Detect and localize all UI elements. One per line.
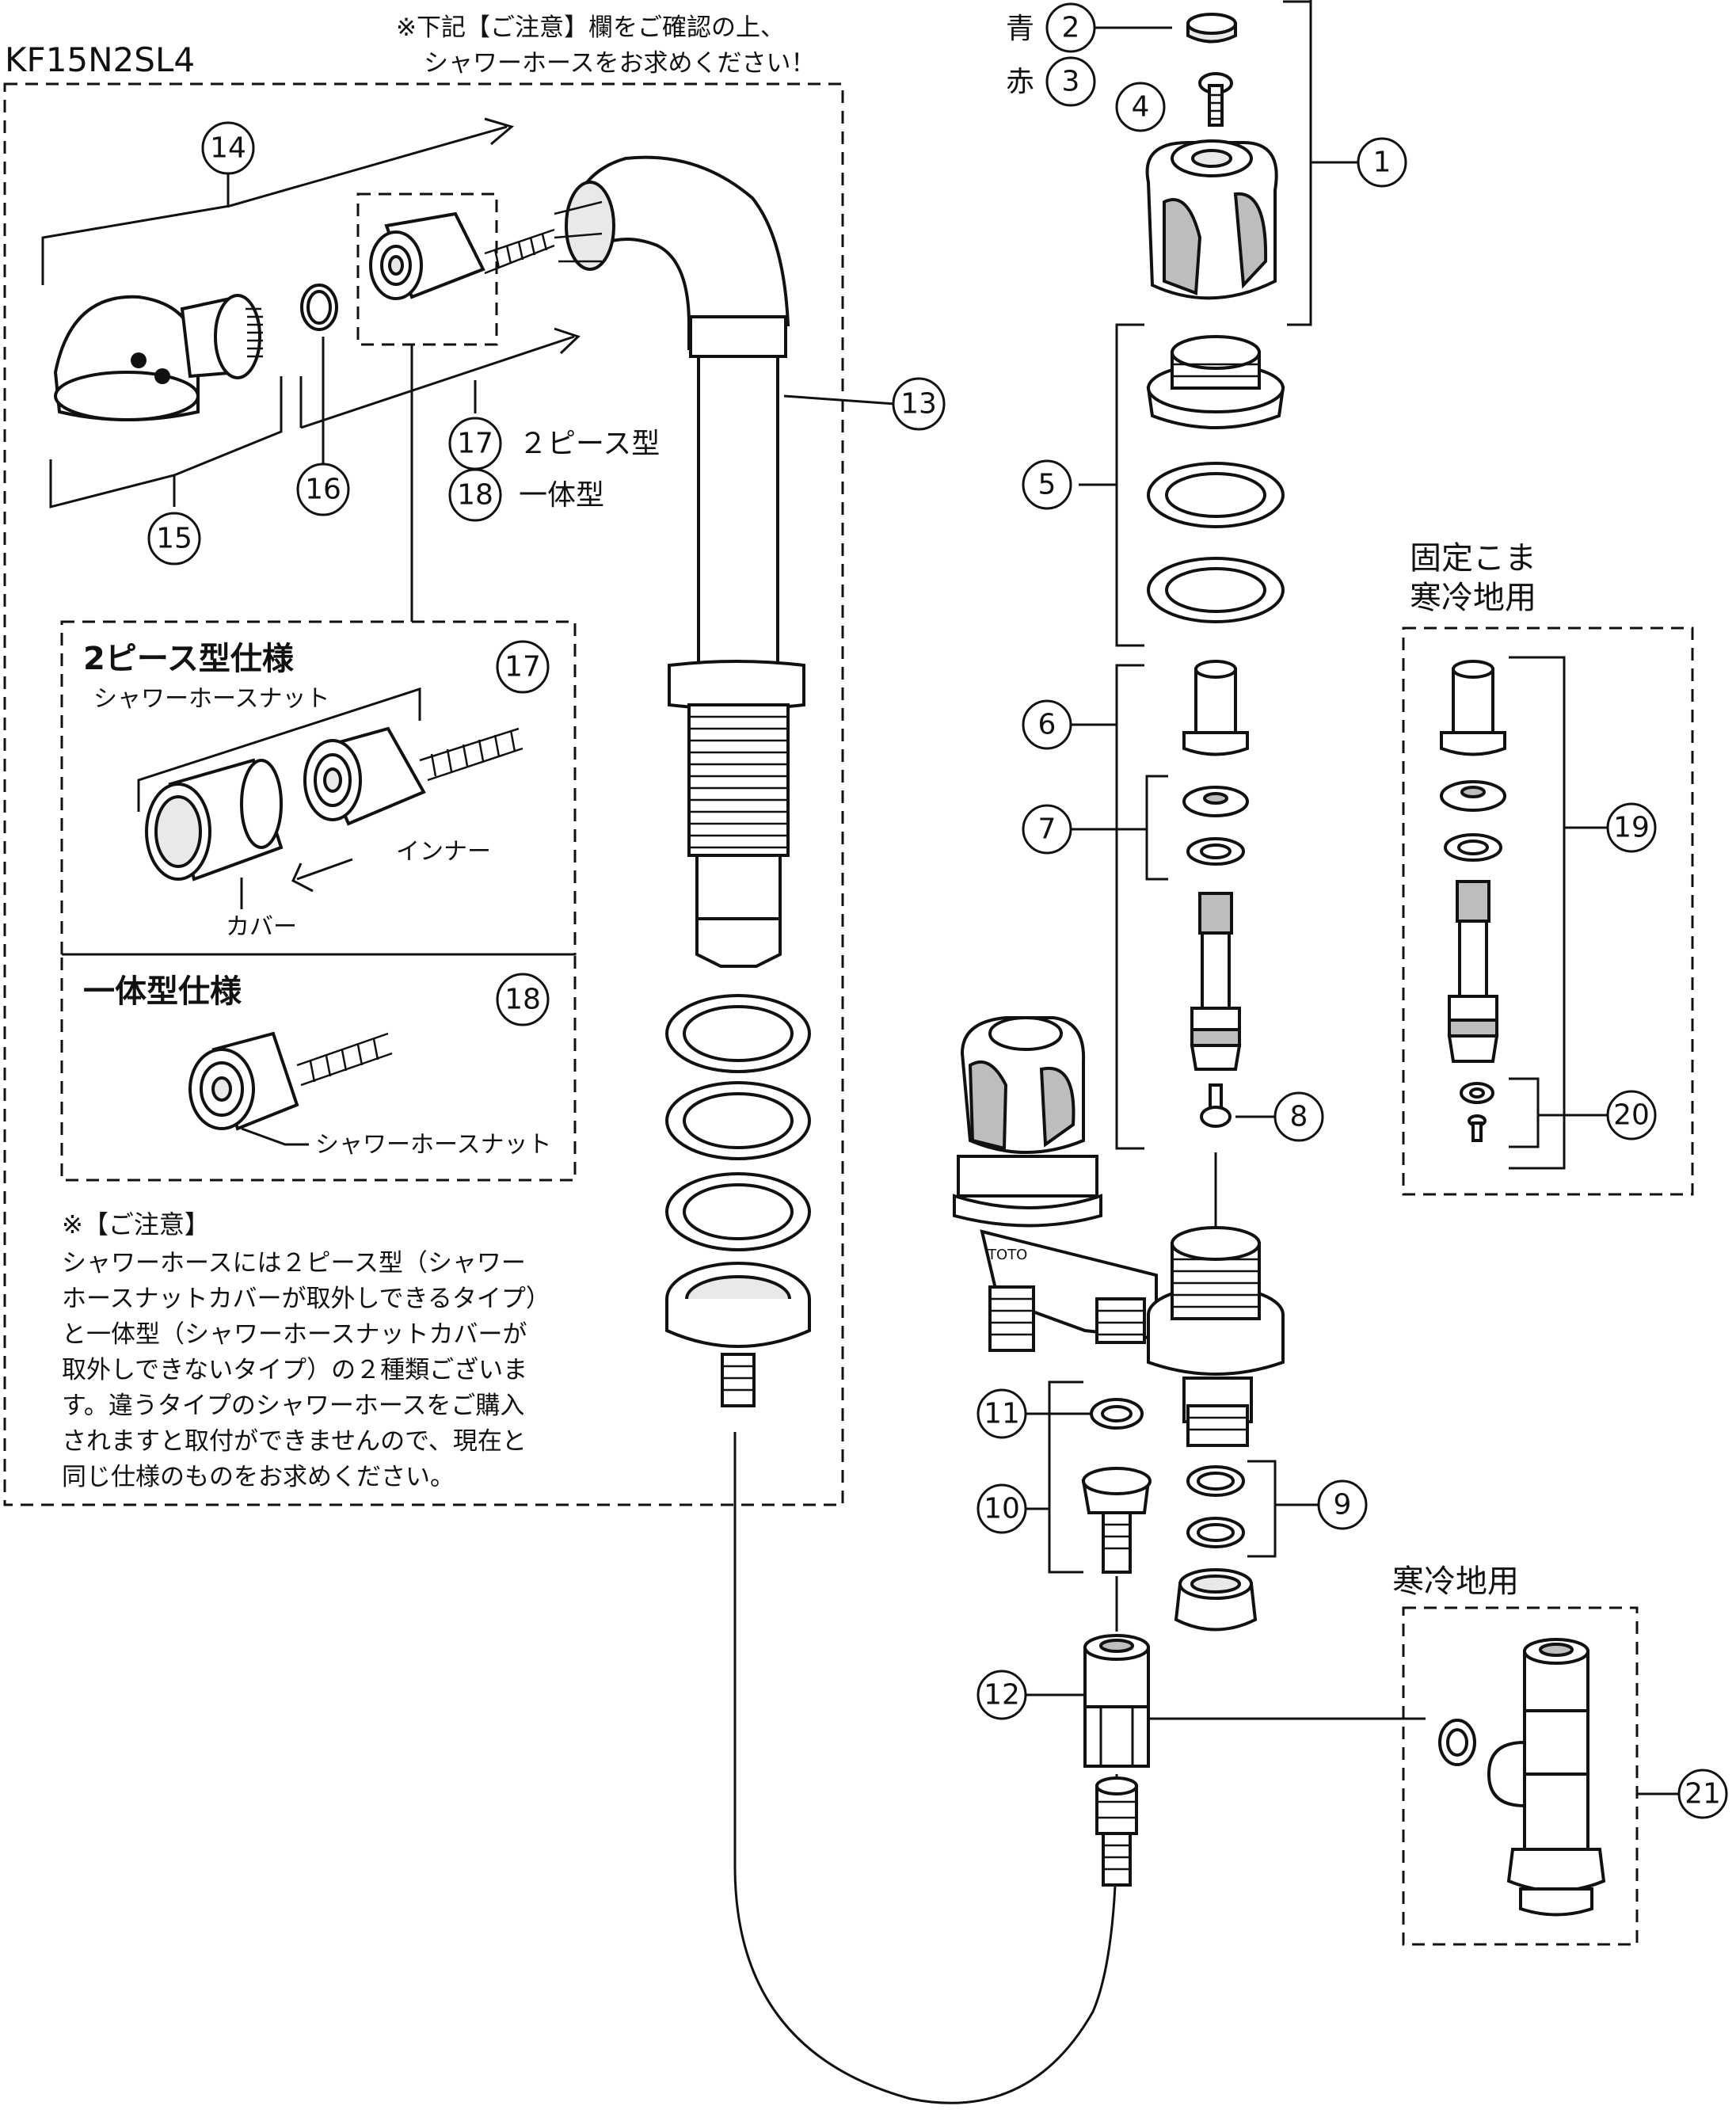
caution-line-1: シャワーホースには２ピース型（シャワー: [62, 1249, 526, 1278]
cover-label: カバー: [226, 913, 297, 941]
callout-6: 6: [1038, 709, 1056, 741]
spout-nut: [665, 1262, 811, 1407]
callout-18b: 18: [504, 984, 541, 1016]
caution-line-2: ホースナットカバーが取外しできるタイプ）: [62, 1285, 550, 1313]
shower-parts-box: [3, 82, 844, 1506]
callout-20: 20: [1613, 1099, 1650, 1132]
handle-screw: [1198, 72, 1233, 127]
callout-7: 7: [1038, 813, 1056, 846]
callout-1: 1: [1373, 147, 1391, 179]
cold-joint-21: [1438, 1638, 1606, 1917]
callout-11: 11: [984, 1398, 1020, 1430]
callout-3: 3: [1062, 66, 1080, 98]
svg-text:TOTO: TOTO: [987, 1247, 1027, 1263]
callout-16: 16: [305, 474, 341, 506]
shower-spout: [554, 155, 805, 968]
cold-stem: [1440, 660, 1506, 1142]
caution-line-5: す。違うタイプのシャワーホースをご購入: [62, 1392, 524, 1420]
valve-stem: [1190, 892, 1242, 1071]
fixed-cold-label-2: 寒冷地用: [1410, 580, 1536, 616]
legend-18-label: 一体型: [519, 479, 604, 512]
callout-19: 19: [1613, 812, 1650, 844]
integrated-nut: [188, 1031, 393, 1131]
callout-10: 10: [984, 1493, 1020, 1525]
color-red-label: 赤: [1006, 66, 1034, 98]
shower-hose-nut: [369, 211, 555, 300]
callout-5: 5: [1038, 469, 1056, 501]
cold-region-label: 寒冷地用: [1392, 1563, 1519, 1600]
hose-nut-label-2piece: シャワーホースナット: [93, 685, 330, 713]
color-blue-label: 青: [1006, 13, 1034, 45]
caution-line-4: 取外しできないタイプ）の２種類ございま: [62, 1356, 527, 1384]
shower-head: [53, 294, 263, 421]
model-number: KF15N2SL4: [5, 40, 195, 79]
top-note-line-2: シャワーホースをお求めください！: [424, 49, 815, 78]
callout-17b: 17: [504, 651, 541, 684]
section-2piece-title: 2ピース型仕様: [83, 641, 295, 677]
spindle: [1182, 660, 1249, 756]
valve-pin: [1200, 1083, 1232, 1128]
bonnet-nut: [1146, 335, 1285, 429]
inner-part: [303, 726, 523, 826]
joint-12: [1083, 1634, 1150, 1768]
faucet-handle: [1145, 139, 1278, 300]
hose-fitting-10: [1081, 1467, 1152, 1574]
caution-line-7: 同じ仕様のものをお求めください。: [62, 1463, 455, 1491]
cover-part: [145, 758, 284, 882]
union-nut-9: [1174, 1568, 1258, 1632]
section-integrated-title: 一体型仕様: [83, 973, 242, 1010]
fixed-cold-label-1: 固定こま: [1410, 540, 1536, 577]
caution-line-6: されますと取付ができませんので、現在と: [62, 1427, 527, 1456]
callout-18: 18: [457, 479, 493, 512]
callout-12: 12: [984, 1679, 1020, 1712]
faucet-body: TOTO: [953, 1016, 1285, 1447]
callout-8: 8: [1290, 1101, 1308, 1133]
callout-17: 17: [457, 428, 493, 460]
hose-nut-label-integrated: シャワーホースナット: [315, 1131, 552, 1159]
caution-line-3: と一体型（シャワーホースナットカバーが: [62, 1320, 527, 1349]
top-note-line-1: ※下記【ご注意】欄をご確認の上、: [396, 13, 785, 42]
callout-21: 21: [1685, 1778, 1721, 1811]
callout-14: 14: [210, 132, 246, 165]
inner-label: インナー: [396, 838, 491, 866]
callout-2: 2: [1062, 12, 1080, 44]
callout-4: 4: [1132, 91, 1150, 124]
callout-9: 9: [1334, 1489, 1352, 1521]
callout-13: 13: [900, 388, 937, 421]
legend-17-label: ２ピース型: [519, 428, 660, 460]
hose-end: [1095, 1776, 1138, 1887]
handle-cap: [1186, 13, 1237, 44]
callout-15: 15: [156, 523, 192, 555]
caution-title: ※【ご注意】: [62, 1209, 210, 1239]
